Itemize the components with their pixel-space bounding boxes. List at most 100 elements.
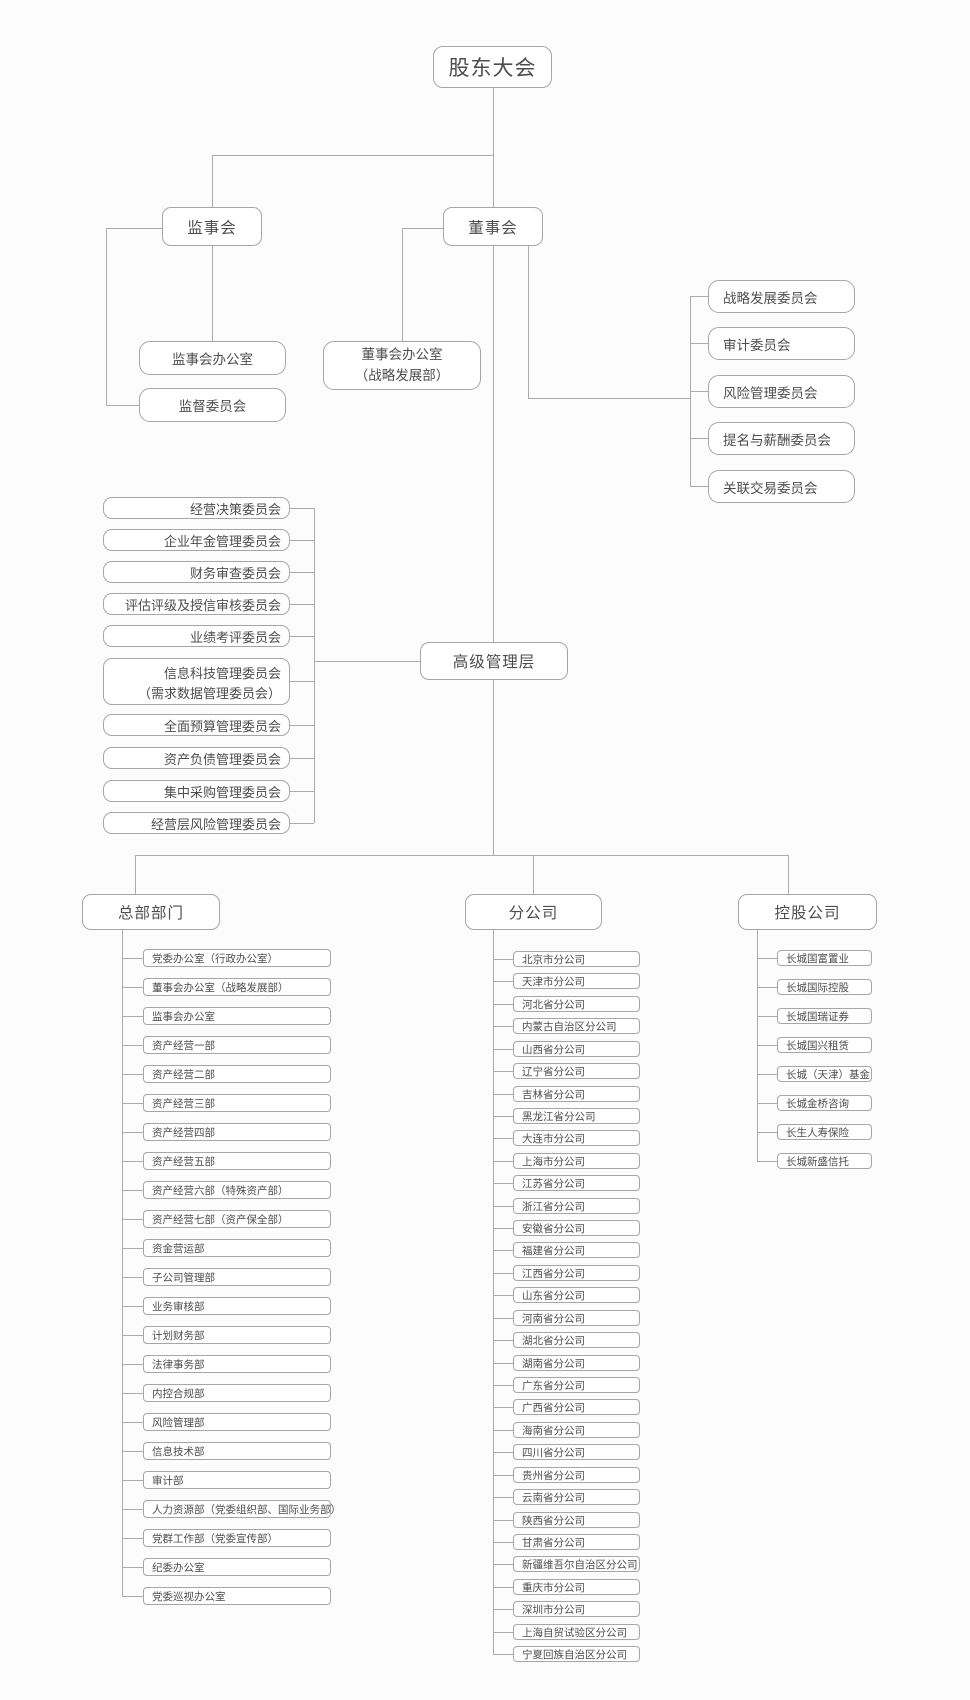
holding-node: 长城新盛信托 [777,1153,872,1169]
connector-line [290,823,314,824]
connector-line [493,1407,513,1408]
connector-line [493,1587,513,1588]
management-committee-node: 经营决策委员会 [103,497,290,519]
hq-dept-node: 监事会办公室 [143,1007,331,1025]
branch-node: 陕西省分公司 [513,1512,640,1528]
connector-line [493,246,494,642]
connector-line [493,1228,513,1229]
connector-line [493,930,494,1654]
connector-line [493,1138,513,1139]
connector-line [690,343,708,344]
holding-node: 长城国兴租赁 [777,1037,872,1053]
branch-node: 广东省分公司 [513,1377,640,1393]
connector-line [757,930,758,1161]
connector-line [122,1596,143,1597]
branch-node: 江苏省分公司 [513,1175,640,1191]
board-committee-node: 关联交易委员会 [708,470,855,503]
branch-node: 福建省分公司 [513,1242,640,1258]
hq-dept-node: 风险管理部 [143,1413,331,1431]
connector-line [788,855,789,894]
connector-line [122,1016,143,1017]
branch-node: 广西省分公司 [513,1399,640,1415]
hq-dept-node: 董事会办公室（战略发展部） [143,978,331,996]
board-office-node: 董事会办公室 （战略发展部） [323,341,481,390]
management-committee-node: 全面预算管理委员会 [103,714,290,736]
supervisory-board-node: 监事会 [162,207,262,246]
branch-node: 安徽省分公司 [513,1220,640,1236]
connector-line [493,1026,513,1027]
connector-line [122,1219,143,1220]
management-committee-node: 信息科技管理委员会（需求数据管理委员会） [103,658,290,705]
hq-dept-node: 资产经营三部 [143,1094,331,1112]
branch-node: 天津市分公司 [513,973,640,989]
connector-line [106,405,139,406]
management-committee-node: 资产负债管理委员会 [103,747,290,769]
connector-line [493,1049,513,1050]
management-committee-node: 财务审查委员会 [103,561,290,583]
branch-node: 内蒙古自治区分公司 [513,1018,640,1034]
connector-line [533,855,534,894]
connector-line [290,681,314,682]
hq-dept-node: 计划财务部 [143,1326,331,1344]
connector-line [690,296,708,297]
supervision-committee-node: 监督委员会 [139,388,286,422]
connector-line [493,1520,513,1521]
branch-node: 宁夏回族自治区分公司 [513,1646,640,1662]
connector-line [690,391,708,392]
connector-line [493,1183,513,1184]
connector-line [122,1161,143,1162]
connector-line [290,636,314,637]
holding-node: 长城金桥咨询 [777,1095,872,1111]
connector-line [135,855,136,894]
branch-node: 吉林省分公司 [513,1086,640,1102]
connector-line [493,981,513,982]
connector-line [690,296,691,486]
connector-line [402,228,443,229]
connector-line [493,1654,513,1655]
connector-line [757,1132,777,1133]
connector-line [122,1393,143,1394]
connector-line [122,1132,143,1133]
connector-line [122,1045,143,1046]
connector-line [212,246,213,341]
connector-line [122,1422,143,1423]
hq-dept-node: 审计部 [143,1471,331,1489]
connector-line [493,1161,513,1162]
branch-node: 辽宁省分公司 [513,1063,640,1079]
hq-dept-node: 法律事务部 [143,1355,331,1373]
connector-line [290,725,314,726]
board-office-line1: 董事会办公室 [361,347,443,363]
hq-dept-node: 资金营运部 [143,1239,331,1257]
connector-line [528,398,690,399]
committee-line2: （需求数据管理委员会） [137,685,281,701]
branch-node: 黑龙江省分公司 [513,1108,640,1124]
holding-node: 长城国瑞证券 [777,1008,872,1024]
branch-node: 云南省分公司 [513,1489,640,1505]
branch-node: 江西省分公司 [513,1265,640,1281]
supervisory-board-office-node: 监事会办公室 [139,341,286,375]
branch-node: 上海自贸试验区分公司 [513,1624,640,1640]
board-committee-node: 审计委员会 [708,327,855,360]
connector-line [493,1452,513,1453]
hq-dept-node: 业务审核部 [143,1297,331,1315]
connector-line [106,228,107,405]
connector-line [122,1277,143,1278]
connector-line [290,572,314,573]
connector-line [493,1273,513,1274]
connector-line [122,1538,143,1539]
branch-node: 山西省分公司 [513,1041,640,1057]
connector-line [314,508,315,823]
branch-node: 四川省分公司 [513,1444,640,1460]
connector-line [493,1564,513,1565]
branch-node: 贵州省分公司 [513,1467,640,1483]
connector-line [122,958,143,959]
connector-line [690,438,708,439]
hq-departments-header-node: 总部部门 [82,894,220,930]
connector-line [122,1248,143,1249]
connector-line [122,1103,143,1104]
management-committee-node: 评估评级及授信审核委员会 [103,593,290,615]
connector-line [122,1509,143,1510]
branch-node: 大连市分公司 [513,1130,640,1146]
branch-node: 海南省分公司 [513,1422,640,1438]
connector-line [757,958,777,959]
